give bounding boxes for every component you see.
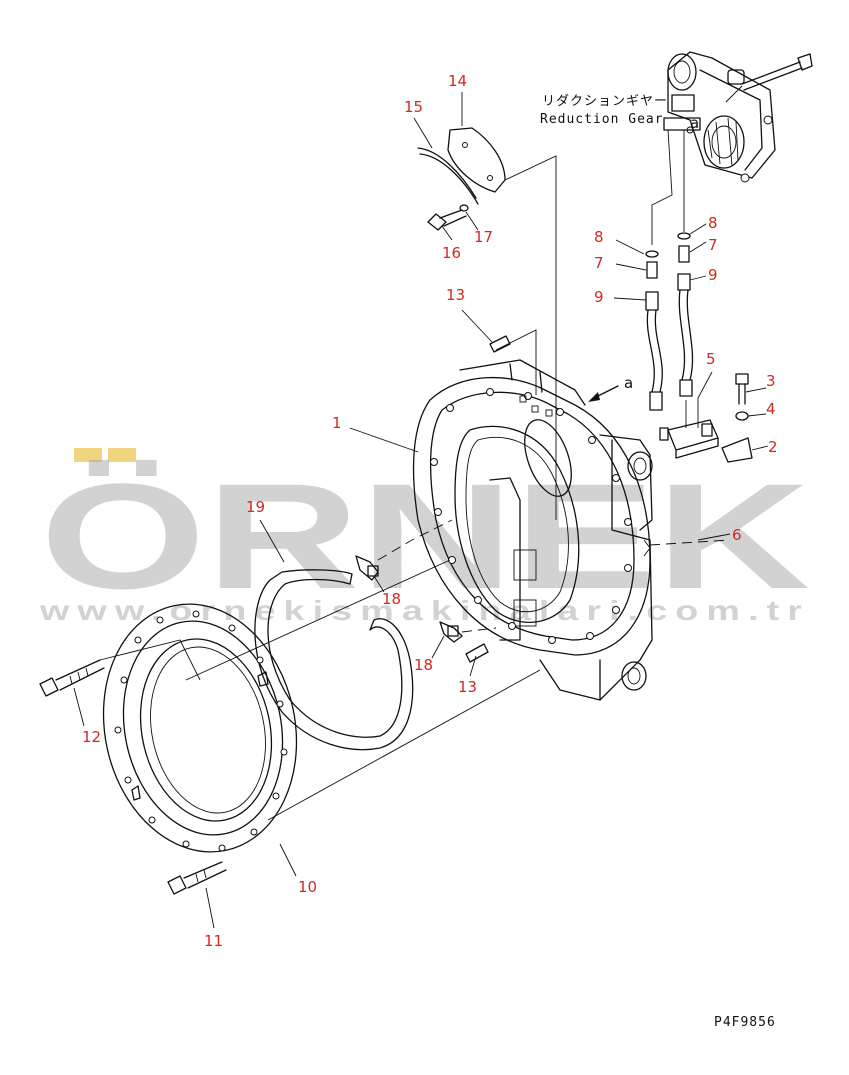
clip-18-lower [439,621,497,643]
callout-11: 11 [204,932,223,950]
main-housing [412,359,653,701]
watermark: ÖRNEK www.ornekismakinalari.com.tr [39,448,810,626]
fitting-left [645,250,659,311]
watermark-umlaut-left [74,448,102,462]
cover-plate [447,127,506,193]
figure-code: P4F9856 [714,1015,776,1030]
clip-18-upper [355,555,379,581]
callout-8-left: 8 [594,228,604,246]
callout-16: 16 [442,244,461,262]
view-marker-gear: a [690,114,699,132]
pin-13-top [489,335,511,353]
callout-5: 5 [706,350,716,368]
washer-17 [459,204,469,212]
callout-leaders [73,92,769,929]
callout-9-right: 9 [708,266,718,284]
callout-17: 17 [474,228,493,246]
callout-18-upper: 18 [382,590,401,608]
callout-7-right: 7 [708,236,718,254]
callout-14: 14 [448,72,467,90]
callout-1: 1 [332,414,342,432]
callout-8-right: 8 [708,214,718,232]
watermark-umlaut-right [108,448,136,462]
callout-2: 2 [768,438,778,456]
cover-seal [417,147,479,205]
bolt-11 [167,861,227,895]
fitting-right [677,232,691,291]
reduction-gear [663,51,776,183]
callout-3: 3 [766,372,776,390]
watermark-brand: ÖRNEK [40,452,810,620]
seal-ring [254,569,414,751]
callout-15: 15 [404,98,423,116]
callout-6: 6 [732,526,742,544]
callout-9-left: 9 [594,288,604,306]
view-marker-housing: a [624,374,633,392]
reduction-gear-jp-label: リダクションギヤー [542,94,668,109]
callout-18-lower: 18 [414,656,433,674]
view-arrow [588,385,619,402]
washer-4 [735,411,749,421]
bolt-16 [427,209,467,231]
gear-bolt [725,53,813,103]
callout-12: 12 [82,728,101,746]
callout-7-left: 7 [594,254,604,272]
bearing-ring [102,603,298,853]
bolt-3 [735,373,749,405]
callout-13-top: 13 [446,286,465,304]
callout-19: 19 [246,498,265,516]
callout-4: 4 [766,400,776,418]
pin-13-lower [465,643,489,663]
manifold-block [659,400,719,459]
callout-10: 10 [298,878,317,896]
hose-left [646,309,663,411]
bracket [721,437,753,463]
hose-right [678,289,694,397]
bolt-12 [39,659,105,697]
callout-13-lower: 13 [458,678,477,696]
reduction-gear-en-label: Reduction Gear [540,112,664,127]
callout-labels: 1 2 3 4 5 6 7 7 8 8 9 9 10 11 12 13 13 1… [82,72,778,950]
watermark-url: www.ornekismakinalari.com.tr [39,595,810,626]
